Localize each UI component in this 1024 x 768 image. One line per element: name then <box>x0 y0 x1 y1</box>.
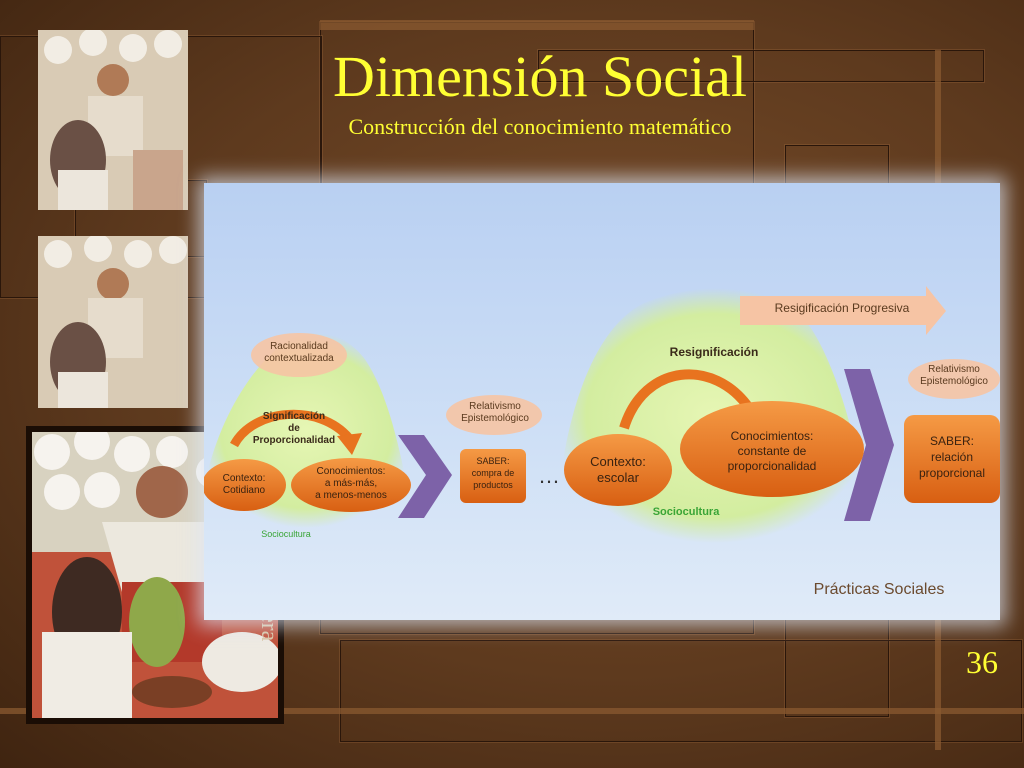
node-saber-relacion <box>904 415 1000 503</box>
resignification-label: Resignificación <box>669 345 759 359</box>
progressive-arrow <box>740 286 946 335</box>
slide-subtitle: Construcción del conocimiento matemático <box>348 114 732 139</box>
resignification-arrow <box>619 369 754 430</box>
signification-label: Significación de Proporcionalidad <box>252 411 336 446</box>
decor-bar <box>0 708 1024 714</box>
relativism-middle-label: Relativismo Epistemológico <box>461 401 529 424</box>
painting-thumbnail <box>38 30 188 210</box>
ellipsis-label: … <box>538 463 560 488</box>
diagram-graphics <box>204 286 1000 543</box>
page-number: 36 <box>966 644 998 680</box>
node-knowledge-mas-mas <box>291 458 411 512</box>
node-context-escolar <box>564 434 672 506</box>
context-cotidiano-label: Contexto: Cotidiano <box>222 473 266 496</box>
rationality-cloud <box>251 333 347 377</box>
rationality-label: Racionalidad contextualizada <box>264 341 334 364</box>
saber-relacion-label: SABER: relación proporcional <box>918 434 986 480</box>
sociocultura-right-label: Sociocultura <box>652 506 720 518</box>
relativism-cloud-middle <box>446 395 542 435</box>
progressive-label: Resigificación Progresiva <box>774 301 910 315</box>
painting-thumbnail-image <box>38 30 188 210</box>
painting-thumbnail-image <box>38 236 188 408</box>
relativism-cloud-right <box>908 359 1000 399</box>
node-knowledge-constante <box>680 401 864 497</box>
decor-frame <box>340 640 1022 742</box>
node-context-cotidiano <box>204 459 286 511</box>
diagram-panel: Racionalidad contextualizada Significaci… <box>204 183 1000 620</box>
slide-title: Dimensión Social <box>332 44 747 109</box>
knowledge-mas-mas-label: Conocimientos: a más-más, a menos-menos <box>315 466 387 501</box>
signification-arrow <box>230 409 353 448</box>
context-escolar-label: Contexto: escolar <box>590 454 646 485</box>
sociocultura-left-label: Sociocultura <box>261 529 311 539</box>
painting-thumbnail <box>38 236 188 408</box>
decor-bar <box>320 20 754 30</box>
relativism-right-label: Relativismo Epistemológico <box>920 364 988 387</box>
decor-frame <box>538 50 984 82</box>
chevron-left <box>398 435 452 518</box>
saber-compra-label: SABER: compra de productos <box>471 456 515 490</box>
node-saber-compra <box>460 449 526 503</box>
knowledge-constante-label: Conocimientos: constante de proporcional… <box>727 429 817 473</box>
signification-arrowhead <box>337 433 362 455</box>
practices-label: Prácticas Sociales <box>813 581 945 598</box>
chevron-right <box>844 369 894 521</box>
